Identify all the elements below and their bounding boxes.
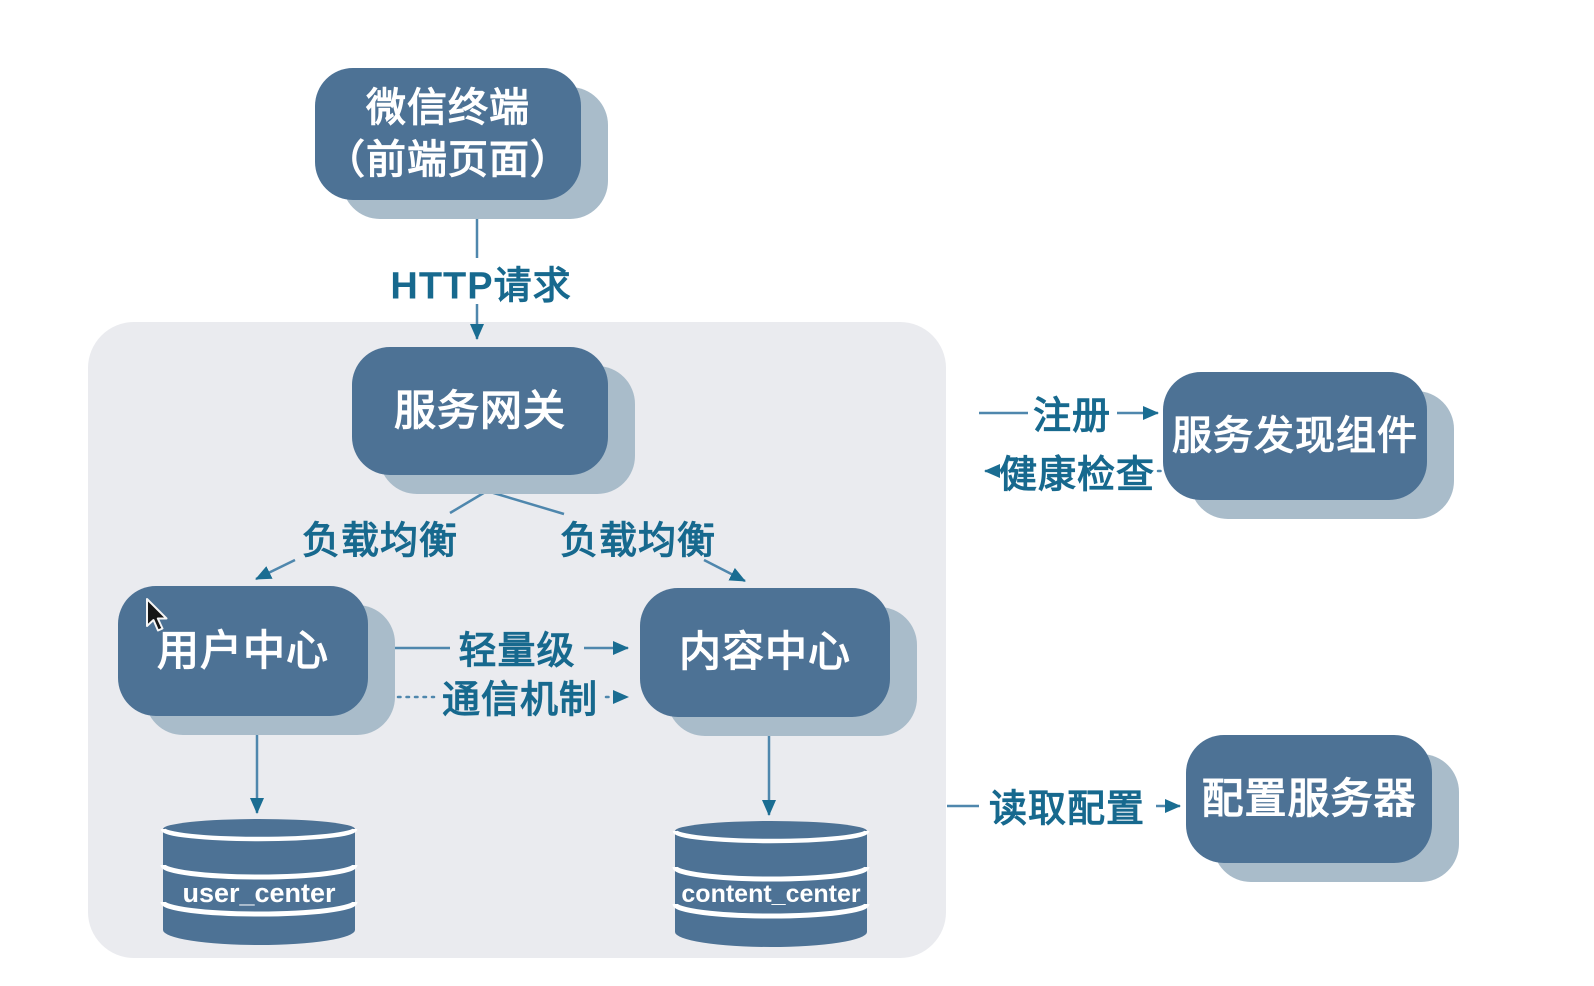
edge-load-balance-left-lower	[255, 558, 296, 581]
edge-load-balance-right-upper	[486, 489, 565, 516]
database-user-label: user_center	[182, 878, 336, 908]
edge-label-load-balance-right: 负载均衡	[559, 520, 717, 563]
node-service-discovery: 服务发现组件	[1163, 372, 1454, 519]
node-service-gateway-label: 服务网关	[393, 386, 566, 434]
node-config-server: 配置服务器	[1186, 735, 1459, 882]
edge-label-read-config: 读取配置	[988, 788, 1146, 831]
edge-label-http-request: HTTP请求	[390, 265, 572, 308]
node-content-center: 内容中心	[640, 588, 917, 736]
edge-load-balance-left-upper	[449, 489, 488, 515]
database-content-center: content_center	[672, 821, 870, 947]
edge-label-lightweight: 轻量级	[458, 630, 576, 673]
database-content-label: content_center	[681, 880, 860, 908]
edge-label-load-balance-left: 负载均衡	[301, 520, 459, 563]
node-service-gateway: 服务网关	[352, 347, 635, 494]
node-content-center-label: 内容中心	[678, 628, 851, 676]
node-wechat-terminal-line2: （前端页面）	[325, 138, 571, 182]
edge-label-comm-mechanism: 通信机制	[441, 679, 599, 722]
database-user-center: user_center	[160, 819, 358, 945]
node-config-server-label: 配置服务器	[1201, 774, 1417, 822]
node-user-center: 用户中心	[118, 586, 395, 735]
node-wechat-terminal-line1: 微信终端	[366, 86, 530, 130]
edge-load-balance-right-lower	[703, 558, 746, 583]
node-wechat-terminal: 微信终端 （前端页面）	[315, 68, 608, 219]
mouse-cursor	[146, 598, 168, 632]
node-user-center-label: 用户中心	[156, 626, 329, 674]
node-service-discovery-label: 服务发现组件	[1172, 414, 1418, 458]
edge-label-health-check: 健康检查	[998, 454, 1156, 497]
edge-label-register: 注册	[1032, 395, 1112, 438]
